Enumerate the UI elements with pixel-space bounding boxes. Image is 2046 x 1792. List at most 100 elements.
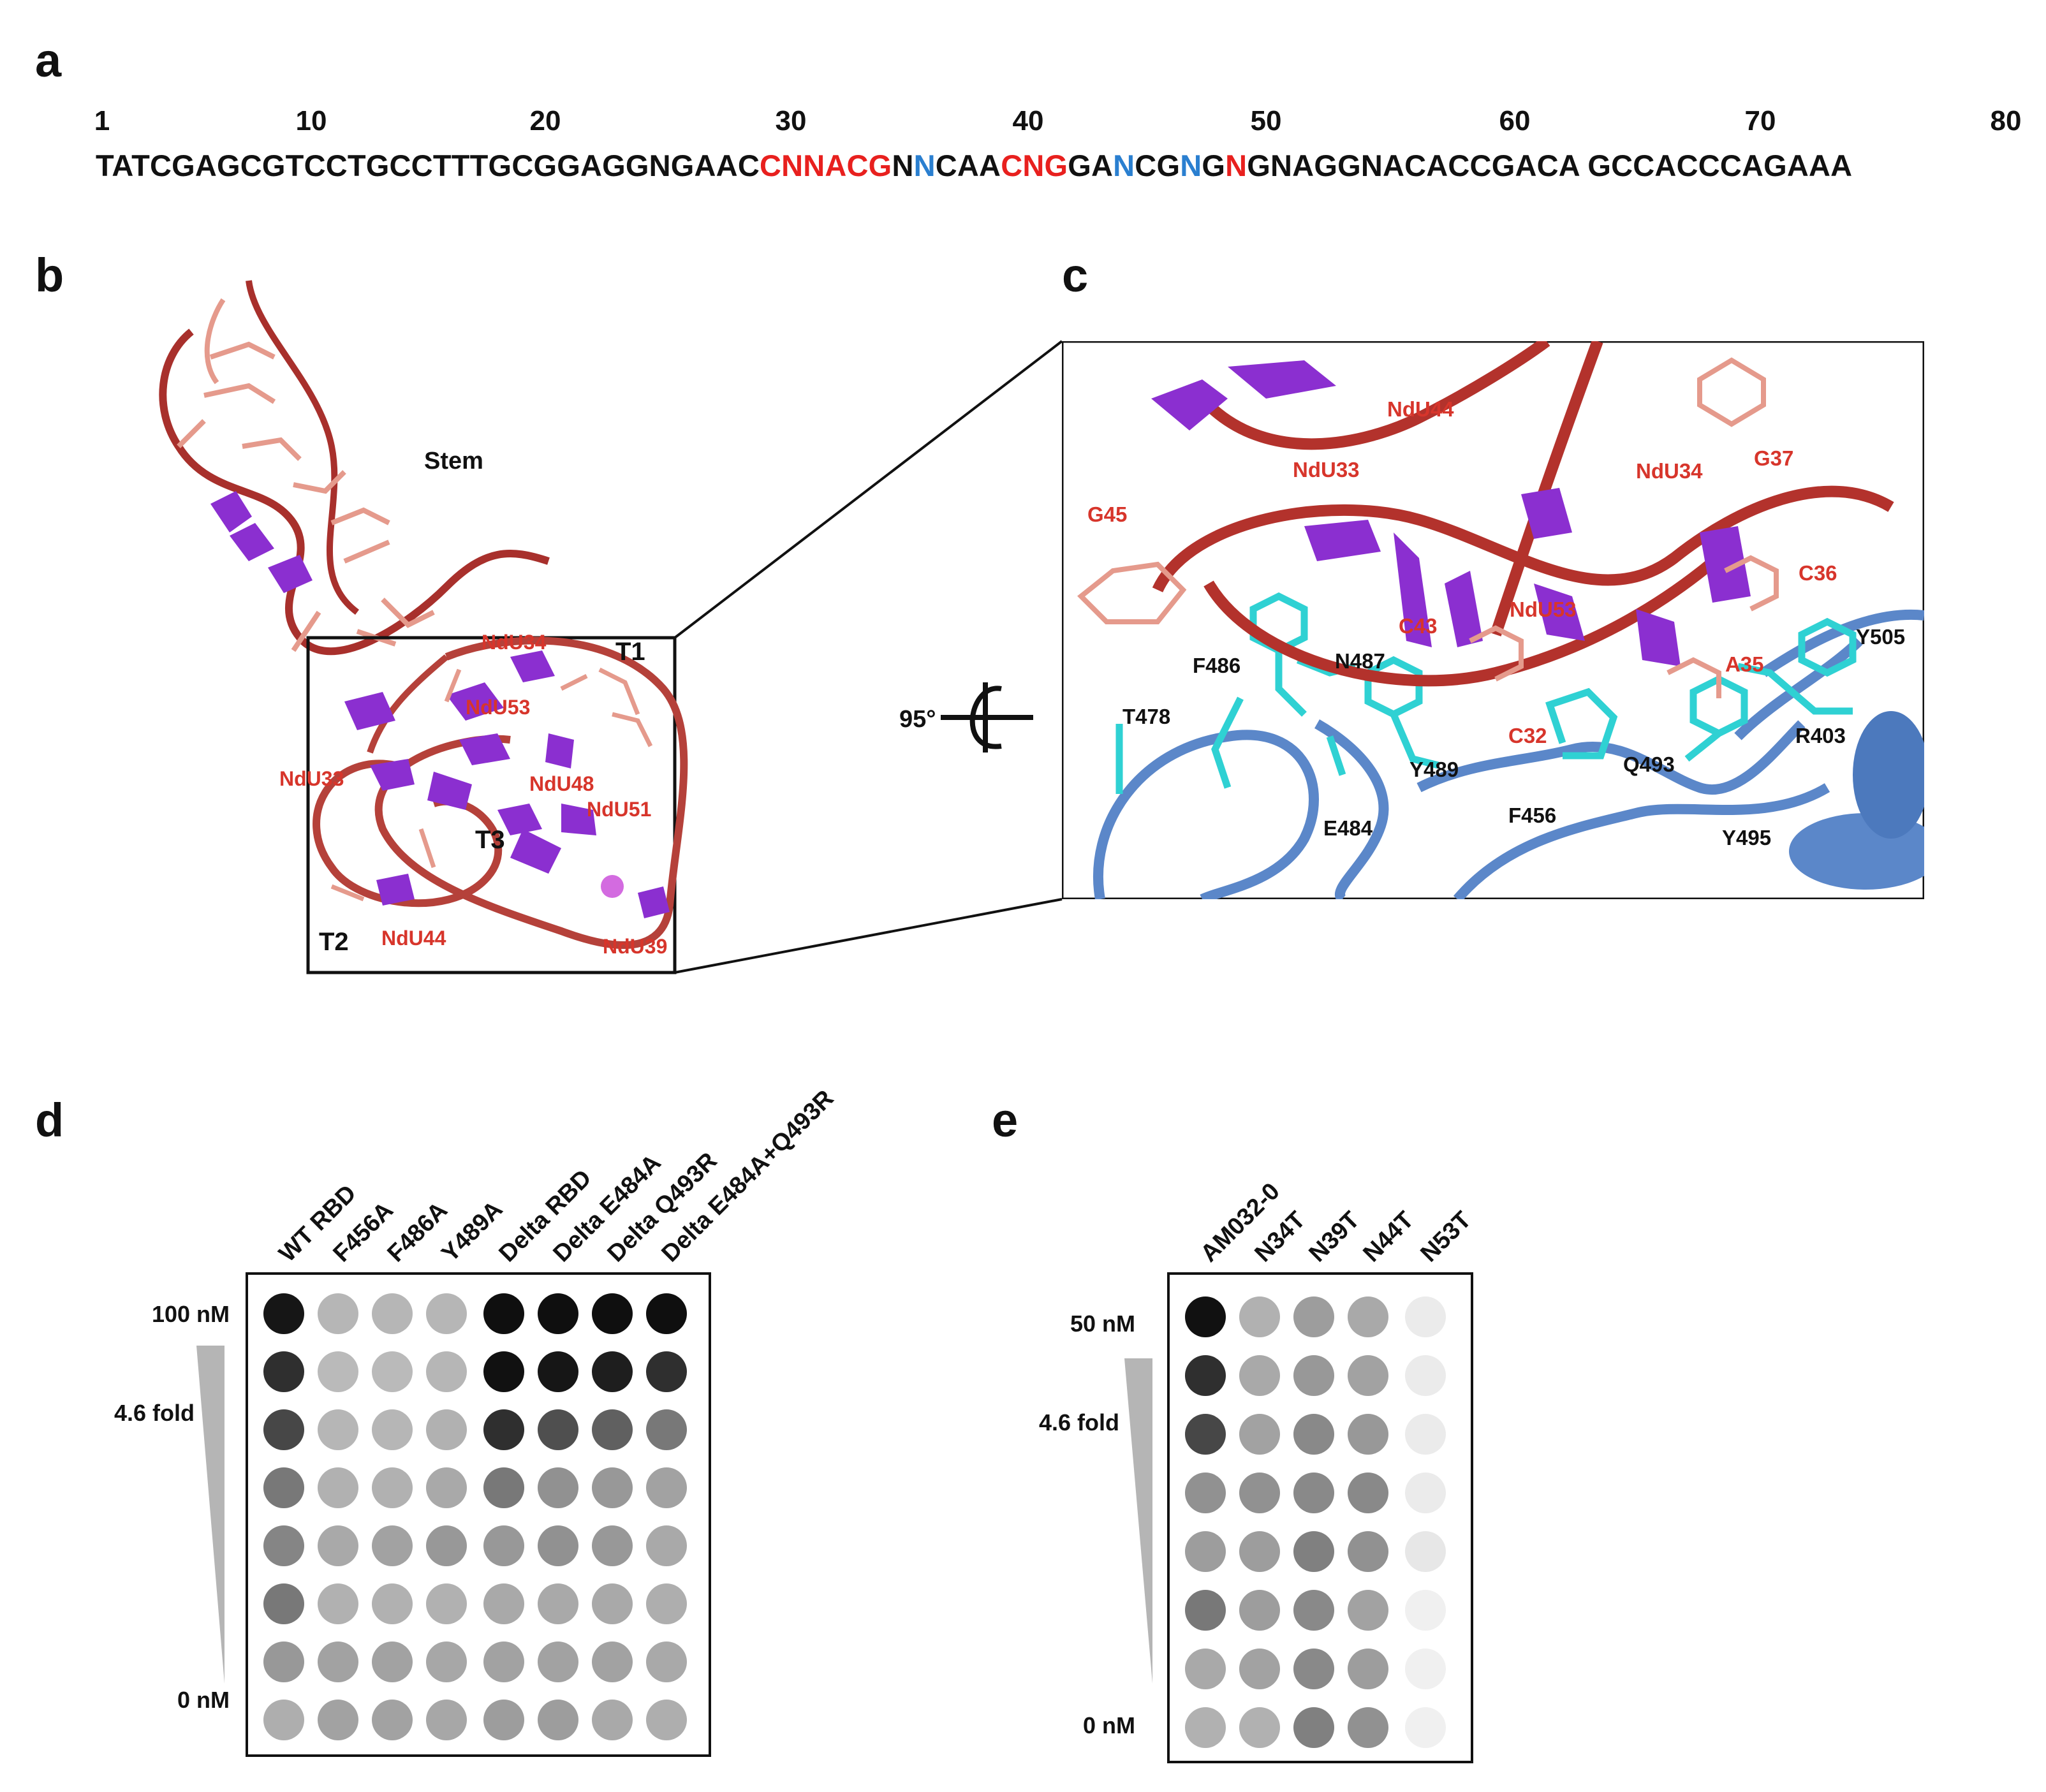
blot-dot	[1185, 1355, 1226, 1396]
blot-dot	[372, 1467, 413, 1508]
blot-dot	[1405, 1355, 1446, 1396]
blot-dot	[318, 1409, 358, 1450]
ndu39-label: NdU39	[603, 935, 667, 958]
blot-dot	[1293, 1707, 1334, 1748]
blot-dot	[318, 1700, 358, 1740]
d-top-concentration: 100 nM	[151, 1301, 230, 1327]
blot-dot	[646, 1525, 687, 1566]
blot-dot	[592, 1351, 633, 1392]
sequence-segment: CG	[1135, 149, 1181, 182]
t2-label: T2	[319, 928, 349, 956]
d-bottom-concentration: 0 nM	[177, 1687, 230, 1713]
n487-label: N487	[1335, 649, 1385, 673]
seq-pos: 20	[529, 105, 561, 136]
t1-label: T1	[615, 638, 645, 666]
t3-label: T3	[475, 826, 505, 854]
f486-label: F486	[1193, 654, 1240, 677]
blot-dot	[592, 1409, 633, 1450]
blot-dot	[592, 1525, 633, 1566]
blot-dot	[1405, 1473, 1446, 1513]
blot-dot	[1348, 1473, 1388, 1513]
ndu33-label: NdU33	[279, 767, 344, 790]
blot-dot	[263, 1293, 304, 1334]
sequence-segment: TATCGAGCGTCCTGCCTTTGCGGAGGNGAAC	[96, 149, 760, 182]
blot-dot	[426, 1583, 467, 1624]
blot-dot	[538, 1293, 578, 1334]
blot-dot	[1185, 1590, 1226, 1631]
blot-dot	[263, 1641, 304, 1682]
y495-label: Y495	[1722, 826, 1771, 849]
panel-letter-b: b	[35, 249, 64, 302]
blot-dot	[1348, 1590, 1388, 1631]
blot-dot	[538, 1467, 578, 1508]
seq-pos: 60	[1499, 105, 1531, 136]
blot-dot	[263, 1700, 304, 1740]
blot-dot	[592, 1467, 633, 1508]
sequence-segment: GNAGGNACACCGACA GCCACCCAGAAA	[1247, 149, 1853, 182]
ndu44-label: NdU44	[381, 927, 446, 950]
sequence-segment: N	[892, 149, 914, 182]
panel-letter-e: e	[992, 1094, 1019, 1147]
y489-label: Y489	[1409, 758, 1459, 781]
blot-dot	[646, 1409, 687, 1450]
blot-dot	[318, 1583, 358, 1624]
blot-dot	[1348, 1414, 1388, 1455]
blot-dot	[1293, 1531, 1334, 1572]
blot-dot	[592, 1700, 633, 1740]
blot-dot	[538, 1351, 578, 1392]
aptamer-structure-figure: Stem T1 T2 T3 NdU34 NdU53 NdU33 NdU48 Nd…	[159, 280, 1063, 974]
blot-dot	[1239, 1355, 1280, 1396]
panel-letter-d: d	[35, 1094, 64, 1147]
sequence-segment: CNG	[1001, 149, 1068, 182]
blot-dot	[1185, 1473, 1226, 1513]
ndu53-label: NdU53	[1510, 598, 1577, 621]
blot-dot	[1293, 1473, 1334, 1513]
blot-dot	[426, 1641, 467, 1682]
blot-dot	[263, 1525, 304, 1566]
blot-dot	[646, 1467, 687, 1508]
blot-dot	[1293, 1296, 1334, 1337]
blot-dot	[1239, 1296, 1280, 1337]
seq-pos: 30	[775, 105, 807, 136]
blot-dot	[263, 1351, 304, 1392]
blot-dot	[1239, 1414, 1280, 1455]
a35-label: A35	[1725, 652, 1764, 676]
blot-dot	[1293, 1649, 1334, 1689]
binding-interface-figure: NdU44 NdU33 NdU34 G37 G45 C36 C43 NdU53 …	[1062, 341, 1924, 899]
c43-label: C43	[1399, 614, 1438, 638]
blot-dot	[426, 1293, 467, 1334]
sequence-segment: N	[1180, 149, 1202, 182]
blot-dot	[372, 1409, 413, 1450]
sequence-segment: CAA	[935, 149, 1001, 182]
blot-dot	[646, 1351, 687, 1392]
blot-dot	[483, 1467, 524, 1508]
blot-dot	[1239, 1531, 1280, 1572]
blot-dot	[372, 1700, 413, 1740]
r403-label: R403	[1795, 724, 1846, 747]
seq-pos: 1	[94, 105, 110, 136]
blot-dot	[1348, 1296, 1388, 1337]
blot-dot	[1185, 1707, 1226, 1748]
panel-letter-c: c	[1062, 249, 1089, 302]
q493-label: Q493	[1623, 753, 1675, 776]
blot-dot	[1239, 1649, 1280, 1689]
blot-dot	[1239, 1707, 1280, 1748]
column-label: N39T	[1304, 1206, 1365, 1268]
blot-dot	[1348, 1355, 1388, 1396]
seq-pos: 50	[1250, 105, 1282, 136]
blot-dot	[426, 1525, 467, 1566]
f456-label: F456	[1508, 804, 1556, 827]
blot-dot	[538, 1583, 578, 1624]
blot-dot	[318, 1525, 358, 1566]
ndu33-label: NdU33	[1293, 458, 1360, 481]
stem-label: Stem	[424, 448, 483, 474]
blot-dot	[538, 1641, 578, 1682]
e-top-concentration: 50 nM	[1070, 1311, 1135, 1337]
blot-dot	[1185, 1296, 1226, 1337]
blot-dot	[318, 1351, 358, 1392]
e-fold-label: 4.6 fold	[1038, 1409, 1119, 1436]
blot-dot	[1185, 1649, 1226, 1689]
ndu34-label: NdU34	[482, 631, 547, 654]
blot-dot	[426, 1409, 467, 1450]
blot-dot	[426, 1467, 467, 1508]
